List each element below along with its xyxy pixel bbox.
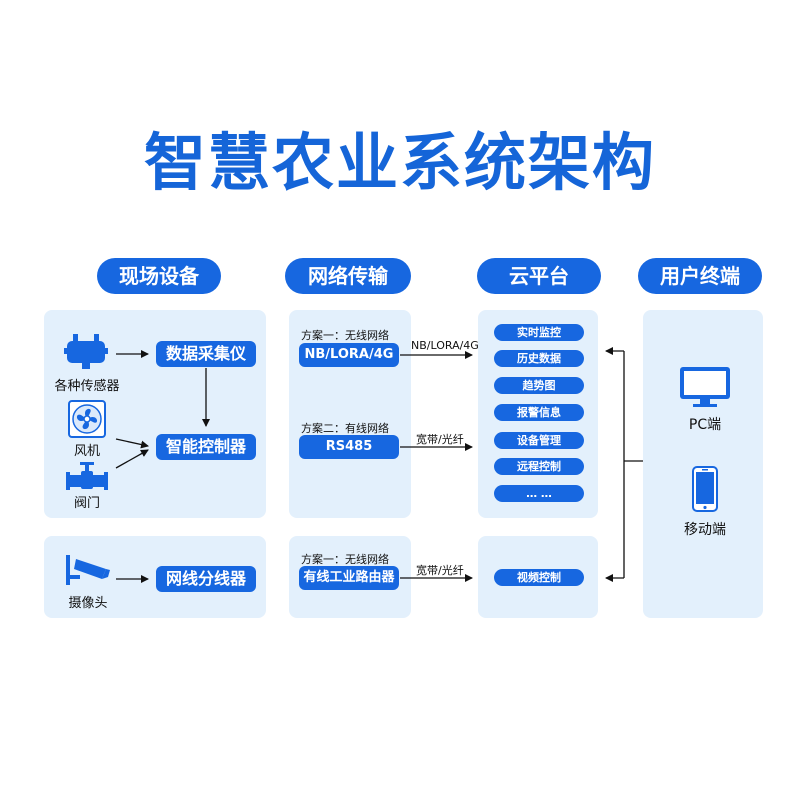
fan-icon (68, 400, 106, 438)
cloud-item-alarm[interactable]: 报警信息 (494, 404, 584, 421)
valve-icon (66, 462, 108, 490)
video-plan-label: 方案一：无线网络 (301, 553, 389, 566)
column-header-network: 网络传输 (285, 258, 411, 294)
link-label-nb: NB/LORA/4G (411, 339, 479, 352)
cloud-item-history[interactable]: 历史数据 (494, 350, 584, 367)
cloud-item-remote[interactable]: 远程控制 (494, 458, 584, 475)
valve-label: 阀门 (73, 496, 100, 511)
link-label-broadband: 宽带/光纤 (416, 433, 464, 446)
plan1-label: 方案一：无线网络 (301, 329, 389, 342)
pc-label: PC端 (688, 417, 722, 433)
rs485-button[interactable]: RS485 (299, 435, 399, 459)
data-collector-button[interactable]: 数据采集仪 (156, 341, 256, 367)
camera-icon (66, 555, 110, 585)
cloud-item-video[interactable]: 视频控制 (494, 569, 584, 586)
page-title: 智慧农业系统架构 (143, 126, 656, 199)
sensors-label: 各种传感器 (54, 379, 120, 394)
monitor-icon (680, 367, 730, 407)
column-header-cloud: 云平台 (477, 258, 601, 294)
nb-lora-4g-button[interactable]: NB/LORA/4G (299, 343, 399, 367)
column-header-user: 用户终端 (638, 258, 762, 294)
camera-label: 摄像头 (68, 596, 108, 611)
smart-controller-button[interactable]: 智能控制器 (156, 434, 256, 460)
sensor-icon (64, 334, 108, 369)
cloud-item-device[interactable]: 设备管理 (494, 432, 584, 449)
link-label-broadband-video: 宽带/光纤 (416, 564, 464, 577)
wired-router-button[interactable]: 有线工业路由器 (299, 566, 399, 590)
column-header-field: 现场设备 (97, 258, 221, 294)
user-terminal-panel (643, 310, 763, 618)
cloud-item-trend[interactable]: 趋势图 (494, 377, 584, 394)
cloud-item-more[interactable]: … … (494, 485, 584, 502)
network-splitter-button[interactable]: 网线分线器 (156, 566, 256, 592)
cloud-item-realtime[interactable]: 实时监控 (494, 324, 584, 341)
mobile-label: 移动端 (684, 522, 726, 538)
mobile-phone-icon (692, 466, 718, 512)
plan2-label: 方案二：有线网络 (301, 422, 389, 435)
fan-label: 风机 (73, 444, 100, 459)
